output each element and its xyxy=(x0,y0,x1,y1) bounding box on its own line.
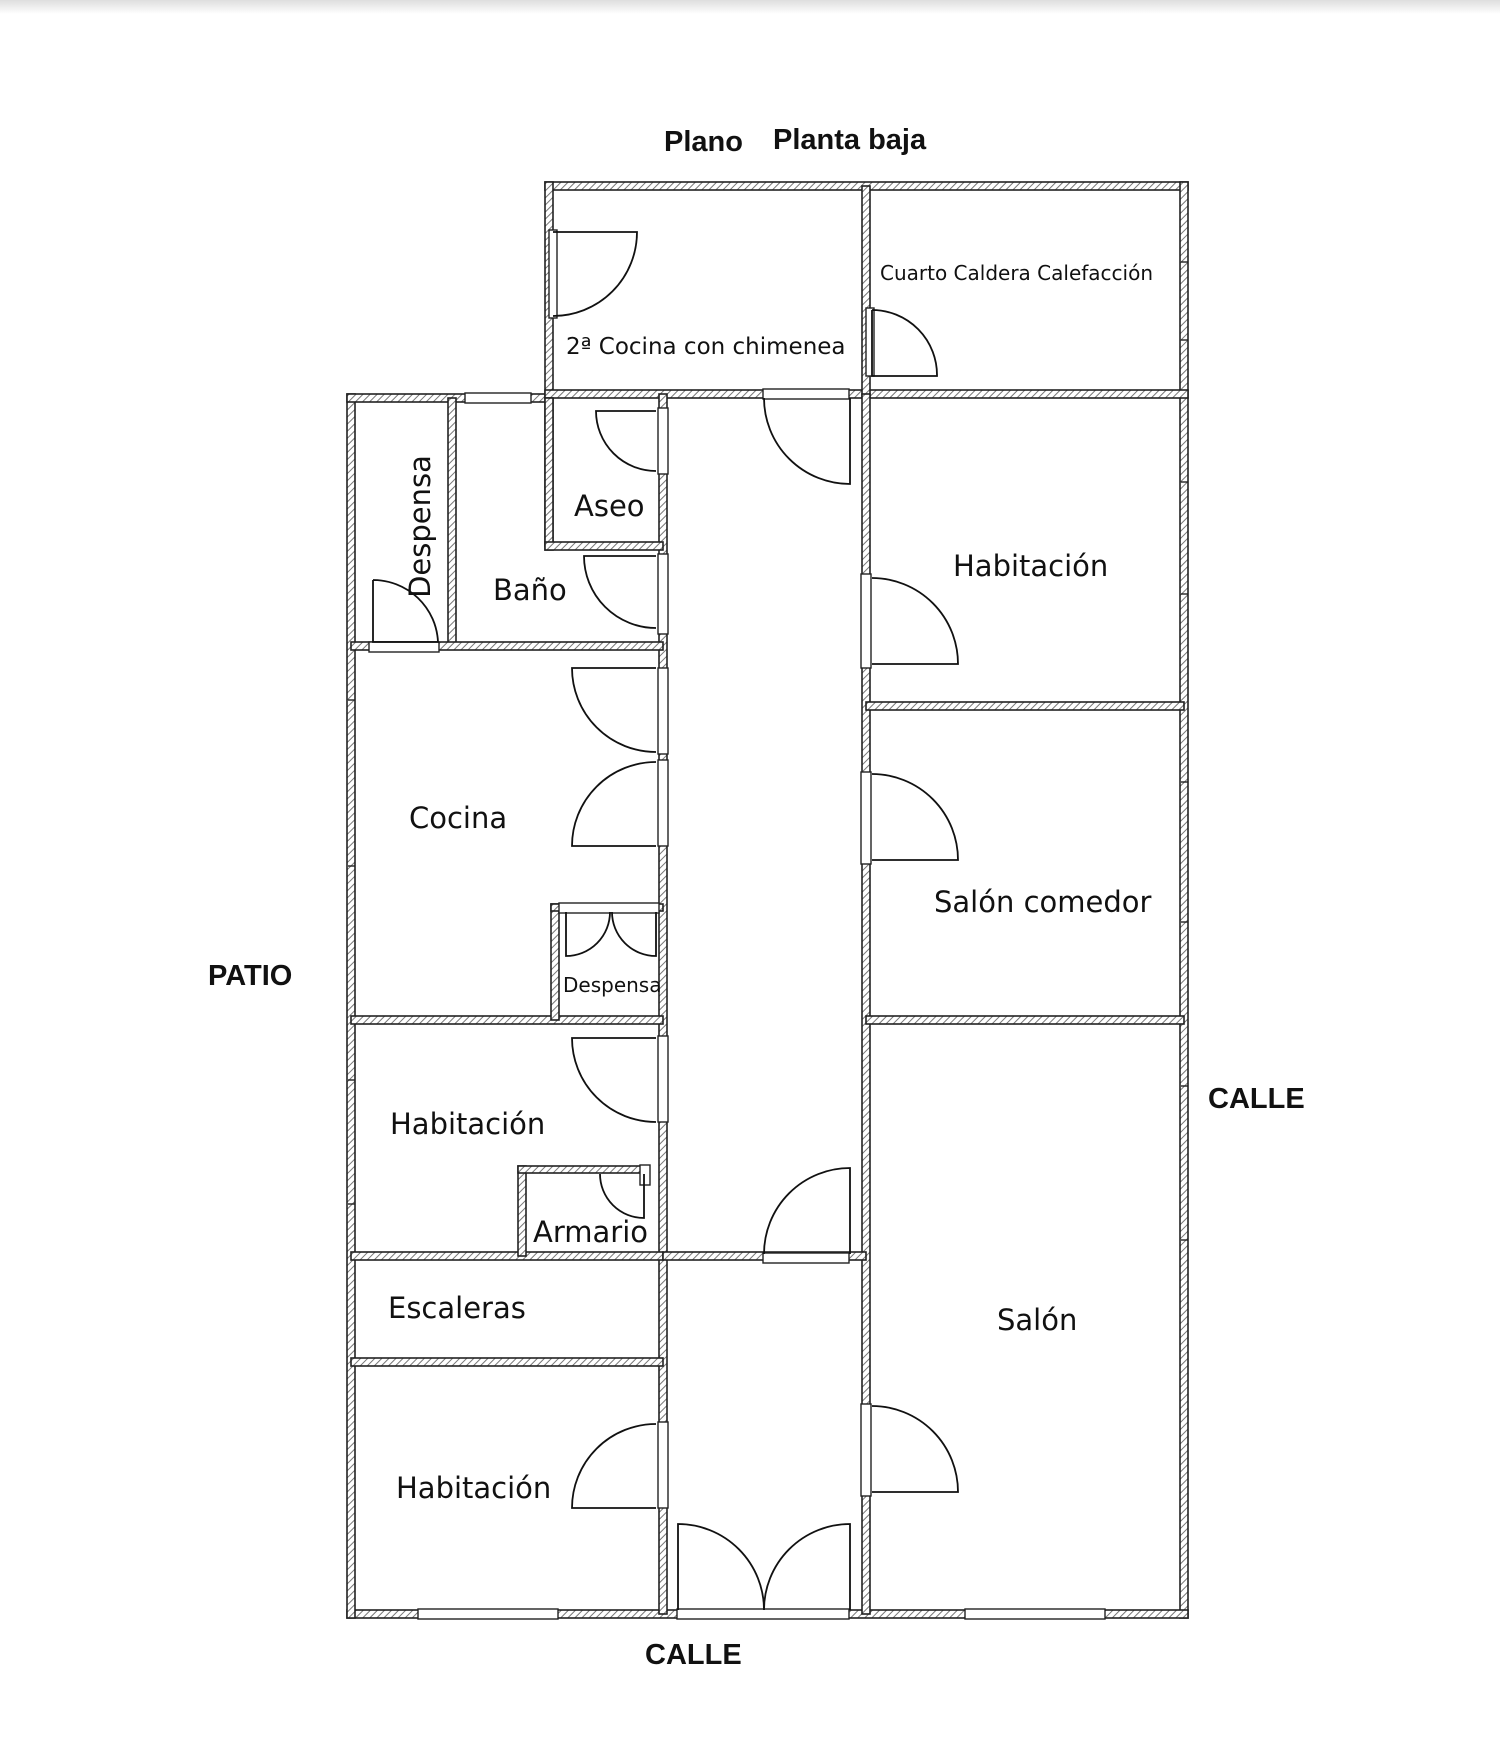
wall-h-706 xyxy=(865,701,1185,711)
door-cocina2 xyxy=(552,231,638,317)
plan-title-word2: Planta baja xyxy=(773,124,927,156)
wall-h-1020-left xyxy=(350,1015,664,1025)
door-habitacion-mid xyxy=(571,1037,657,1123)
wall-h-1020 xyxy=(865,1015,1185,1025)
label-outside-bottom: CALLE xyxy=(645,1639,742,1671)
wall-aseo-box-v xyxy=(544,397,554,547)
room-label-salon-comedor: Salón comedor xyxy=(934,885,1152,919)
room-label-habitacion-mid: Habitación xyxy=(390,1107,546,1141)
wall-left xyxy=(346,393,356,1619)
wall-h-646 xyxy=(350,641,664,651)
room-label-despensa-small: Despensa xyxy=(563,973,662,997)
windows xyxy=(348,261,1188,1241)
room-label-habitacion-bottom: Habitación xyxy=(396,1471,552,1505)
door-armario xyxy=(599,1173,645,1219)
wall-armario-v xyxy=(517,1165,527,1257)
room-label-cocina: Cocina xyxy=(409,801,508,835)
door-corridor-top xyxy=(763,397,851,485)
room-label-caldera: Cuarto Caldera Calefacción xyxy=(880,261,1154,285)
room-label-cocina2: 2ª Cocina con chimenea xyxy=(566,334,846,360)
room-label-despensa-top: Despensa xyxy=(349,455,465,598)
room-label-bano: Baño xyxy=(493,573,567,607)
door-bano xyxy=(583,555,657,629)
wall-corridor-left xyxy=(658,393,668,1615)
door-entrance-right xyxy=(763,1523,851,1611)
label-outside-left: PATIO xyxy=(208,960,293,992)
door-cocina-2 xyxy=(571,761,657,847)
room-label-salon: Salón xyxy=(997,1303,1078,1337)
door-swings xyxy=(372,231,959,1611)
door-corridor-bottom xyxy=(763,1167,851,1255)
wall-h-1362 xyxy=(350,1357,664,1367)
door-caldera xyxy=(871,309,938,377)
wall-corridor-right xyxy=(861,393,871,1615)
door-despensa-small-2 xyxy=(611,911,657,957)
door-aseo xyxy=(595,410,657,472)
plan-title-word1: Plano xyxy=(664,126,743,158)
wall-h-1256 xyxy=(350,1251,664,1261)
wall-aseo-box-h xyxy=(544,541,664,551)
top-shadow-bar xyxy=(0,0,1500,14)
room-label-despensa-top-text: Despensa xyxy=(402,455,437,598)
door-despensa-small-1 xyxy=(565,911,611,957)
wall-armario-h xyxy=(517,1165,647,1174)
door-habitacion-right xyxy=(871,577,959,665)
wall-despensa-small-v xyxy=(550,903,560,1021)
room-label-escaleras: Escaleras xyxy=(388,1291,526,1325)
door-salon-comedor xyxy=(871,773,959,861)
room-label-habitacion-right: Habitación xyxy=(953,549,1109,583)
door-openings xyxy=(368,229,1106,1620)
room-label-aseo: Aseo xyxy=(574,489,645,523)
label-outside-right: CALLE xyxy=(1208,1083,1305,1115)
door-despensa-top xyxy=(372,579,439,643)
door-habitacion-bottom xyxy=(571,1423,657,1509)
door-cocina-1 xyxy=(571,667,657,753)
room-label-armario: Armario xyxy=(533,1215,648,1249)
door-salon xyxy=(871,1405,959,1493)
door-entrance-left xyxy=(677,1523,765,1611)
